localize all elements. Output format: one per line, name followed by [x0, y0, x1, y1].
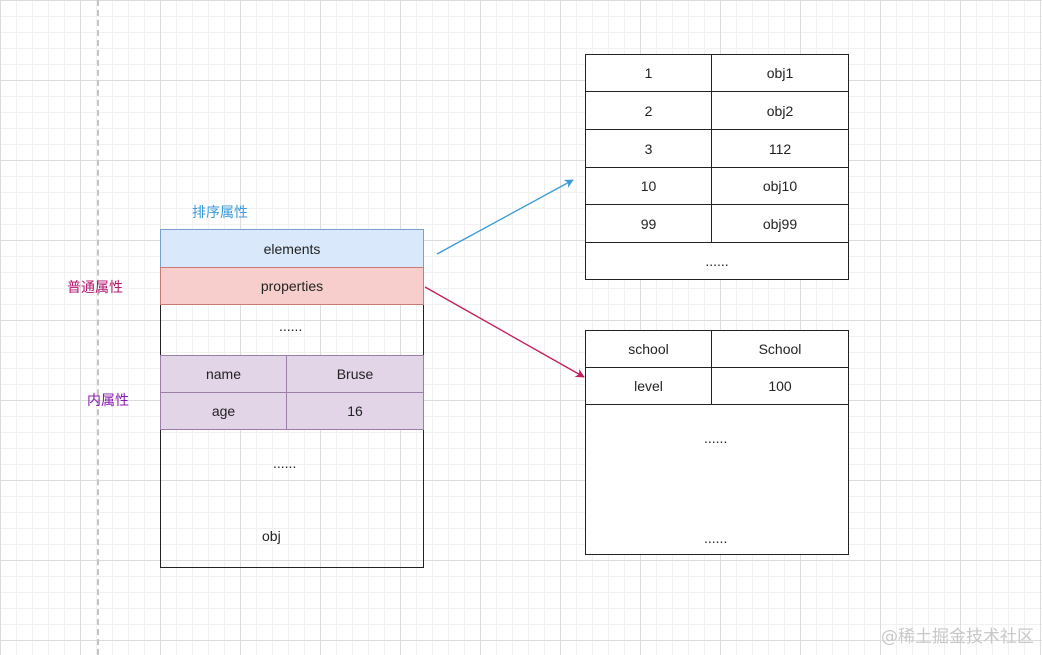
dashed-guide-line — [97, 0, 99, 655]
obj-name: obj — [262, 528, 281, 544]
elements-cell: elements — [160, 229, 424, 268]
elements-row-value-text: obj2 — [766, 102, 794, 119]
obj-bottom-dots: ...... — [273, 455, 297, 471]
properties-row-key-text: level — [634, 378, 663, 394]
properties-row-key-text: school — [628, 341, 669, 357]
properties-mid-dots: ...... — [704, 430, 728, 446]
properties-row-value: 100 — [711, 367, 849, 405]
elements-row-key-text: 2 — [644, 102, 653, 119]
elements-table-footer: ...... — [585, 242, 849, 280]
properties-cell: properties — [160, 267, 424, 305]
properties-row-value-text: 100 — [768, 378, 792, 394]
elements-text: elements — [263, 240, 321, 257]
elements-row-value-text: obj99 — [762, 215, 798, 232]
inner-name-key-text: name — [205, 366, 242, 382]
elements-row-value-text: obj10 — [762, 178, 798, 194]
inner-age-value-text: 16 — [347, 403, 363, 419]
properties-arrow — [424, 286, 585, 378]
properties-row-value-text: School — [758, 341, 802, 357]
properties-text: properties — [260, 278, 324, 294]
properties-bottom-dots: ...... — [704, 530, 728, 546]
elements-row-key-text: 3 — [644, 140, 653, 157]
inner-name-key: name — [160, 355, 287, 393]
elements-row-key-text: 99 — [640, 215, 657, 232]
inner-age-key: age — [160, 392, 287, 430]
normal-attribute-label: 普通属性 — [67, 279, 123, 295]
watermark: @稀土掘金技术社区 — [881, 627, 1034, 647]
elements-arrow — [436, 179, 574, 255]
inner-name-value-text: Bruse — [336, 366, 374, 382]
inner-attribute-label: 内属性 — [87, 392, 129, 408]
sort-attribute-label: 排序属性 — [192, 204, 248, 220]
obj-gap-dots: ...... — [279, 318, 303, 334]
inner-age-value: 16 — [286, 392, 424, 430]
elements-row-value-text: obj1 — [766, 65, 794, 81]
elements-row-value-text: 112 — [768, 140, 792, 157]
elements-row-key-text: 10 — [640, 178, 657, 194]
elements-row-key-text: 1 — [644, 65, 653, 81]
elements-footer-dots: ...... — [705, 253, 729, 269]
inner-age-key-text: age — [211, 403, 236, 419]
